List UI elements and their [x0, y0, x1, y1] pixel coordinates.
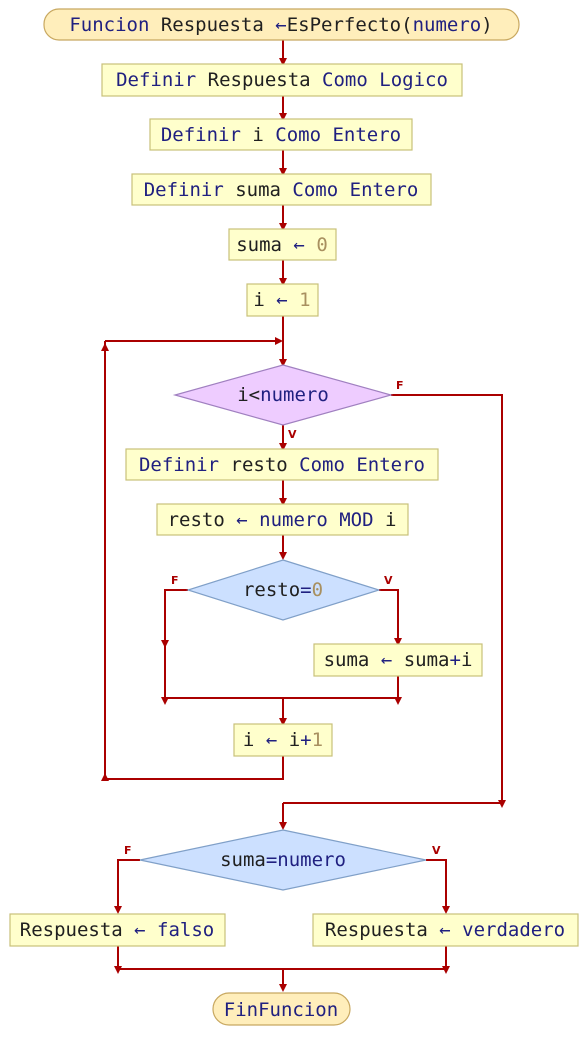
define-respuesta-box: Definir Respuesta Como Logico: [101, 63, 463, 97]
suma-add-box: suma ← suma+i: [313, 643, 483, 677]
define-respuesta-text: Definir Respuesta Como Logico: [116, 69, 448, 91]
i-init-text: i ← 1: [253, 289, 310, 311]
if-resto-true-label: V: [384, 574, 393, 587]
if-resto-decision: resto=0 F V: [171, 559, 393, 621]
if-suma-false-label: F: [124, 844, 132, 857]
define-i-text: Definir i Como Entero: [161, 124, 401, 146]
start-terminal: Funcion Respuesta ←EsPerfecto(numero): [43, 8, 520, 41]
end-terminal: FinFuncion: [212, 992, 351, 1026]
suma-init-box: suma ← 0: [228, 228, 337, 261]
resto-assign-text: resto ← numero MOD i: [168, 509, 397, 531]
if-suma-decision: suma=numero F V: [124, 829, 441, 891]
while-false-label: F: [396, 379, 404, 392]
while-true-label: V: [288, 428, 297, 441]
if-suma-condition-text: suma=numero: [220, 849, 346, 871]
if-resto-condition-text: resto=0: [243, 579, 323, 601]
start-text: Funcion Respuesta ←EsPerfecto(numero): [69, 14, 492, 36]
define-suma-text: Definir suma Como Entero: [144, 179, 419, 201]
respuesta-false-text: Respuesta ← falso: [20, 919, 215, 941]
if-resto-false-label: F: [171, 574, 179, 587]
resto-assign-box: resto ← numero MOD i: [156, 503, 409, 536]
define-i-box: Definir i Como Entero: [149, 118, 413, 151]
define-suma-box: Definir suma Como Entero: [131, 173, 432, 206]
respuesta-false-box: Respuesta ← falso: [9, 913, 226, 947]
suma-add-text: suma ← suma+i: [324, 649, 473, 671]
suma-init-text: suma ← 0: [236, 234, 328, 256]
i-increment-text: i ← i+1: [243, 729, 323, 751]
i-increment-box: i ← i+1: [233, 723, 333, 757]
define-resto-box: Definir resto Como Entero: [125, 448, 439, 481]
while-decision: i<numero F V: [172, 364, 404, 441]
define-resto-text: Definir resto Como Entero: [139, 454, 425, 476]
i-init-box: i ← 1: [246, 283, 319, 317]
respuesta-true-text: Respuesta ← verdadero: [325, 919, 565, 941]
respuesta-true-box: Respuesta ← verdadero: [312, 913, 579, 947]
end-text: FinFuncion: [224, 999, 338, 1021]
while-condition-text: i<numero: [237, 384, 329, 406]
if-suma-true-label: V: [432, 844, 441, 857]
connector-lines: [101, 40, 506, 992]
